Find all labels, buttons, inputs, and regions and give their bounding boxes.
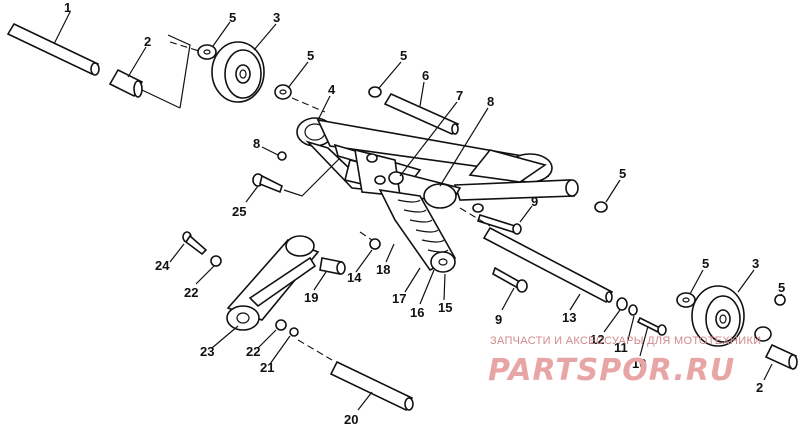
callout-5-f: 5 [778, 280, 785, 295]
callout-5-a: 5 [229, 10, 236, 25]
washer-12 [616, 297, 628, 311]
callout-19: 19 [304, 290, 318, 305]
washer-5-right [594, 201, 608, 213]
callout-5-e: 5 [702, 256, 709, 271]
callout-13: 13 [562, 310, 576, 325]
callout-15: 15 [438, 300, 452, 315]
callout-17: 17 [392, 291, 406, 306]
washer-22-bottom [275, 319, 287, 331]
callout-1: 1 [64, 0, 71, 15]
callout-3-top: 3 [273, 10, 280, 25]
callout-9-lower: 9 [495, 312, 502, 327]
bolt-10 [636, 316, 667, 336]
bushing-19 [319, 257, 346, 275]
callout-3-bottom: 3 [752, 256, 759, 271]
callout-22-bottom: 22 [246, 344, 260, 359]
callout-22-top: 22 [184, 285, 198, 300]
callout-2-bottom: 2 [756, 380, 763, 395]
watermark-logo: PARTSPOR.RU [488, 353, 735, 388]
callout-5-c: 5 [400, 48, 407, 63]
bushing-2-right [764, 343, 798, 370]
callout-5-d: 5 [619, 166, 626, 181]
callout-8-top: 8 [487, 94, 494, 109]
washer-5-lower-left [676, 292, 696, 308]
shaft-1 [6, 22, 100, 76]
callout-14: 14 [347, 270, 362, 285]
shock-absorber [378, 183, 457, 273]
bolt-9-lower [492, 266, 528, 293]
callout-20: 20 [344, 412, 358, 427]
callout-numbers: 1 2 3 5 5 5 6 4 7 8 8 25 5 9 24 22 19 14… [64, 0, 785, 427]
watermark: ЗАПЧАСТИ И АКСЕССУАРЫ ДЛЯ МОТОТЕХНИКИ PA… [488, 335, 761, 388]
callout-12: 12 [590, 332, 604, 347]
callout-25: 25 [232, 204, 246, 219]
nut-8 [277, 151, 287, 161]
watermark-tagline: ЗАПЧАСТИ И АКСЕССУАРЫ ДЛЯ МОТОТЕХНИКИ [490, 335, 761, 347]
bolt-9-upper [476, 214, 522, 235]
washer-5-far-right [774, 294, 786, 306]
washer-5-mid [274, 84, 292, 100]
washer-5-upper [368, 86, 382, 98]
shaft-13 [482, 226, 614, 304]
callout-9-upper: 9 [531, 194, 538, 209]
callout-4: 4 [328, 82, 336, 97]
callout-21: 21 [260, 360, 274, 375]
washer-5-lower-right [754, 326, 772, 342]
shaft-20 [329, 360, 414, 412]
wheel-3-top [211, 41, 265, 103]
bolt-24 [182, 231, 208, 256]
callout-16: 16 [410, 305, 424, 320]
callout-23: 23 [200, 344, 214, 359]
washer-5-top [197, 44, 217, 60]
callout-2-top: 2 [144, 34, 151, 49]
washer-11 [628, 304, 638, 316]
callout-11: 11 [614, 340, 628, 355]
nut-14 [369, 238, 381, 250]
callout-18: 18 [376, 262, 390, 277]
callout-8-left: 8 [253, 136, 260, 151]
washer-22-top [210, 255, 222, 267]
bushing-2 [108, 68, 144, 98]
callout-7: 7 [456, 88, 463, 103]
link-arm-23 [226, 235, 320, 331]
callout-24: 24 [155, 258, 170, 273]
wheel-3-bottom [691, 285, 745, 347]
callout-5-b: 5 [307, 48, 314, 63]
bolt-25 [252, 173, 283, 194]
leader-lines [53, 11, 783, 411]
callout-6: 6 [422, 68, 429, 83]
callout-10: 10 [632, 356, 646, 371]
nut-21 [289, 327, 299, 337]
